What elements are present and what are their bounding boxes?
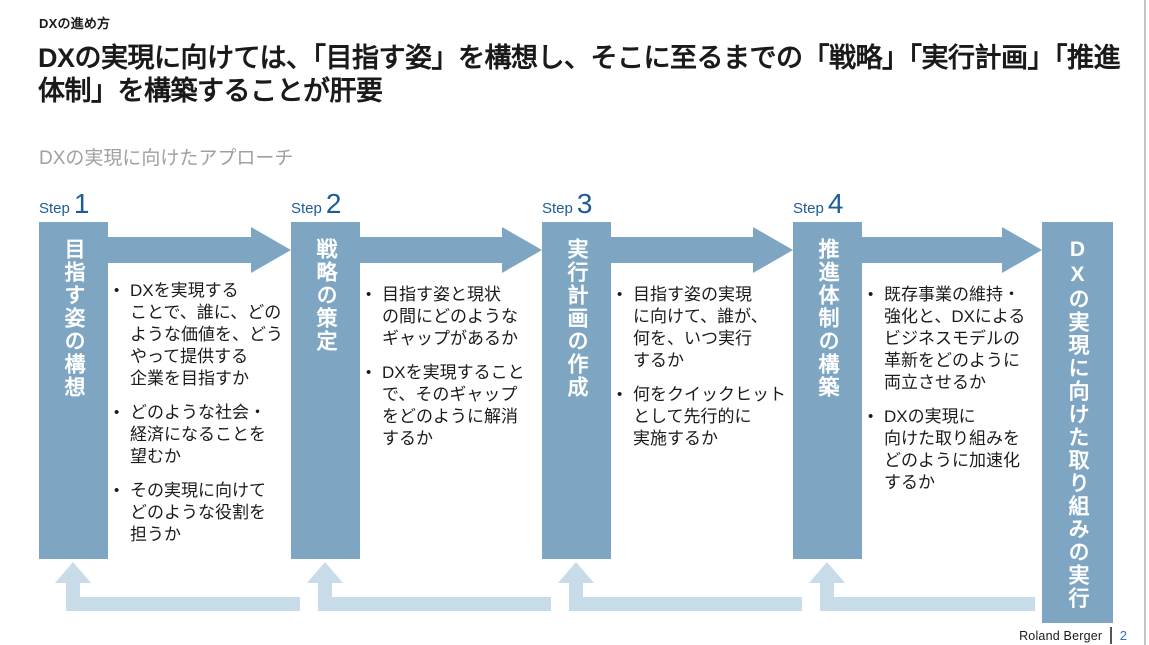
flow-arrow-head-icon <box>1002 227 1042 273</box>
step-word: Step <box>291 200 322 217</box>
bullet-text: 目指す姿と現状 の間にどのような ギャップがあるか <box>382 285 518 348</box>
flow-arrow-body <box>611 237 753 263</box>
flow-arrow-body <box>862 237 1002 263</box>
step-bar-3: 実行計画の作成 <box>542 222 611 559</box>
step-bar-4: 推進体制の構築 <box>793 222 862 559</box>
bullet-text: DXの実現に 向けた取り組みを どのように加速化 するか <box>884 407 1020 492</box>
step-number: 4 <box>827 188 844 219</box>
flow-arrow-body <box>108 237 251 263</box>
bullet-list-4: • 既存事業の維持・ 強化と、DXによる ビジネスモデルの 革新をどのように 両立… <box>867 284 1049 506</box>
bullet-text: 目指す姿の実現 に向けて、誰が、 何を、いつ実行 するか <box>633 285 768 370</box>
bullet-item: • その実現に向けて どのような役割を 担うか <box>113 480 295 546</box>
result-bar: DXの実現に向けた取り組みの実行 <box>1042 222 1113 623</box>
step-bar-title: 目指す姿の構想 <box>62 238 85 399</box>
bullet-text: DXを実現すること で、そのギャップ をどのように解消 するか <box>382 363 525 448</box>
bullet-list-1: • DXを実現する ことで、誰に、どの ような価値を、どう やって提供する 企業を… <box>113 280 295 558</box>
page-title: DXの実現に向けては、「目指す姿」を構想し、そこに至るまでの「戦略」「実行計画」… <box>38 43 1120 106</box>
feedback-arrow-band <box>583 597 802 611</box>
result-bar-title: DXの実現に向けた取り組みの実行 <box>1066 238 1089 610</box>
bullet-list-2: • 目指す姿と現状 の間にどのような ギャップがあるか • DXを実現すること で、… <box>365 284 547 462</box>
bullet-text: DXを実現する ことで、誰に、どの ような価値を、どう やって提供する 企業を目… <box>130 281 283 388</box>
feedback-arrow-up-icon <box>55 562 91 583</box>
bullet-item: • DXの実現に 向けた取り組みを どのように加速化 するか <box>867 406 1049 494</box>
slide-right-border <box>1144 0 1146 645</box>
bullet-text: 既存事業の維持・ 強化と、DXによる ビジネスモデルの 革新をどのように 両立さ… <box>884 285 1026 392</box>
feedback-arrow-stem <box>66 583 80 611</box>
bullet-item: • DXを実現すること で、そのギャップ をどのように解消 するか <box>365 362 547 450</box>
step-label-2: Step 2 <box>291 188 341 220</box>
flow-arrow-head-icon <box>251 227 291 273</box>
step-label-1: Step 1 <box>39 188 89 220</box>
feedback-arrow-stem <box>820 583 834 611</box>
bullet-marker: • <box>868 286 874 303</box>
feedback-arrow-band <box>332 597 551 611</box>
bullet-marker: • <box>114 404 120 421</box>
bullet-marker: • <box>366 286 372 303</box>
footer-separator <box>1110 627 1112 644</box>
feedback-arrow-band <box>834 597 1035 611</box>
bullet-marker: • <box>868 408 874 425</box>
page-number: 2 <box>1119 628 1127 643</box>
step-bar-title: 推進体制の構築 <box>816 238 839 399</box>
step-label-3: Step 3 <box>542 188 592 220</box>
feedback-arrow-band <box>80 597 300 611</box>
bullet-item: • どのような社会・ 経済になることを 望むか <box>113 402 295 468</box>
bullet-marker: • <box>114 482 120 499</box>
bullet-item: • 目指す姿と現状 の間にどのような ギャップがあるか <box>365 284 547 350</box>
bullet-item: • 既存事業の維持・ 強化と、DXによる ビジネスモデルの 革新をどのように 両立… <box>867 284 1049 394</box>
feedback-arrow-up-icon <box>307 562 343 583</box>
step-bar-title: 戦略の策定 <box>314 238 337 353</box>
step-bar-2: 戦略の策定 <box>291 222 360 559</box>
step-word: Step <box>542 200 573 217</box>
feedback-arrow-stem <box>318 583 332 611</box>
bullet-marker: • <box>114 282 120 299</box>
bullet-text: 何をクイックヒット として先行的に 実施するか <box>633 385 786 448</box>
subtitle: DXの実現に向けたアプローチ <box>39 148 294 169</box>
bullet-marker: • <box>366 364 372 381</box>
flow-arrow-head-icon <box>753 227 793 273</box>
feedback-arrow-stem <box>569 583 583 611</box>
step-bar-title: 実行計画の作成 <box>565 238 588 399</box>
step-number: 2 <box>325 188 342 219</box>
bullet-marker: • <box>617 386 623 403</box>
bullet-item: • DXを実現する ことで、誰に、どの ような価値を、どう やって提供する 企業を… <box>113 280 295 390</box>
bullet-marker: • <box>617 286 623 303</box>
bullet-text: その実現に向けて どのような役割を 担うか <box>130 481 266 544</box>
brand-name: Roland Berger <box>1019 628 1103 643</box>
flow-arrow-body <box>360 237 502 263</box>
step-number: 1 <box>73 188 90 219</box>
feedback-arrow-up-icon <box>558 562 594 583</box>
step-label-4: Step 4 <box>793 188 843 220</box>
kicker: DXの進め方 <box>39 16 111 31</box>
feedback-arrow-up-icon <box>809 562 845 583</box>
step-word: Step <box>793 200 824 217</box>
bullet-list-3: • 目指す姿の実現 に向けて、誰が、 何を、いつ実行 するか • 何をクイックヒット… <box>616 284 798 462</box>
footer: Roland Berger 2 <box>1019 627 1127 644</box>
bullet-text: どのような社会・ 経済になることを 望むか <box>130 403 266 466</box>
flow-arrow-head-icon <box>502 227 542 273</box>
bullet-item: • 何をクイックヒット として先行的に 実施するか <box>616 384 798 450</box>
step-number: 3 <box>576 188 593 219</box>
step-word: Step <box>39 200 70 217</box>
bullet-item: • 目指す姿の実現 に向けて、誰が、 何を、いつ実行 するか <box>616 284 798 372</box>
step-bar-1: 目指す姿の構想 <box>39 222 108 559</box>
